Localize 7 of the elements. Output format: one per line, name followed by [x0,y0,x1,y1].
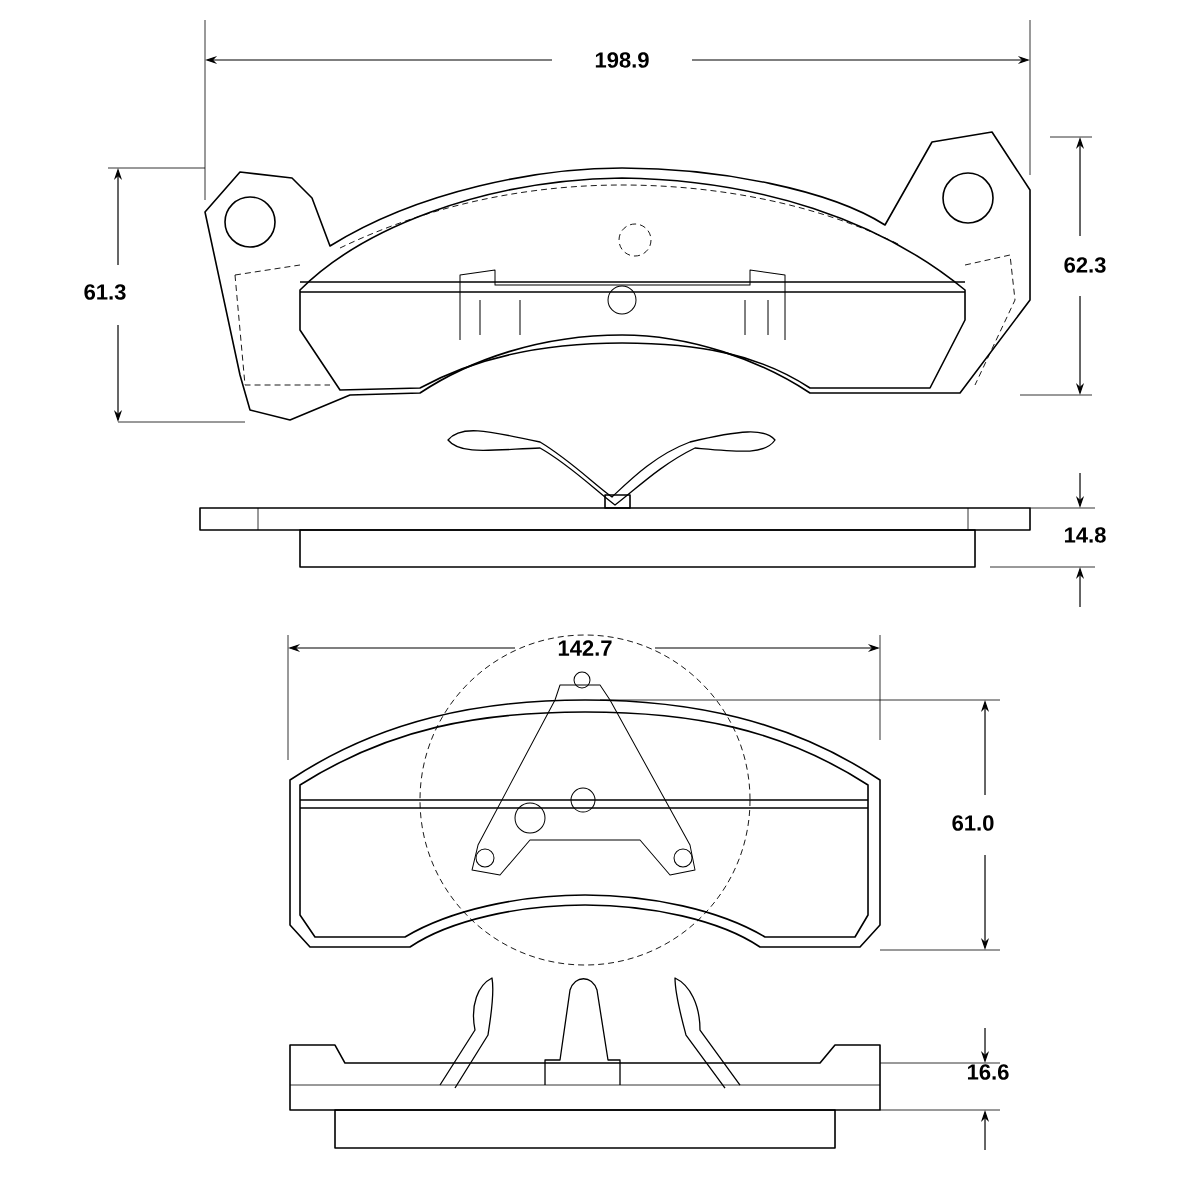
dimension-label: 14.8 [1065,527,1106,543]
dimension-label: 62.3 [1064,257,1106,273]
dimension-label: 16.6 [968,1064,1009,1080]
dimension-label: 198.9 [595,52,649,68]
dimension-label: 61.3 [84,284,126,300]
dimension-label: 61.0 [952,815,994,831]
dimension-label: 142.7 [558,640,612,656]
